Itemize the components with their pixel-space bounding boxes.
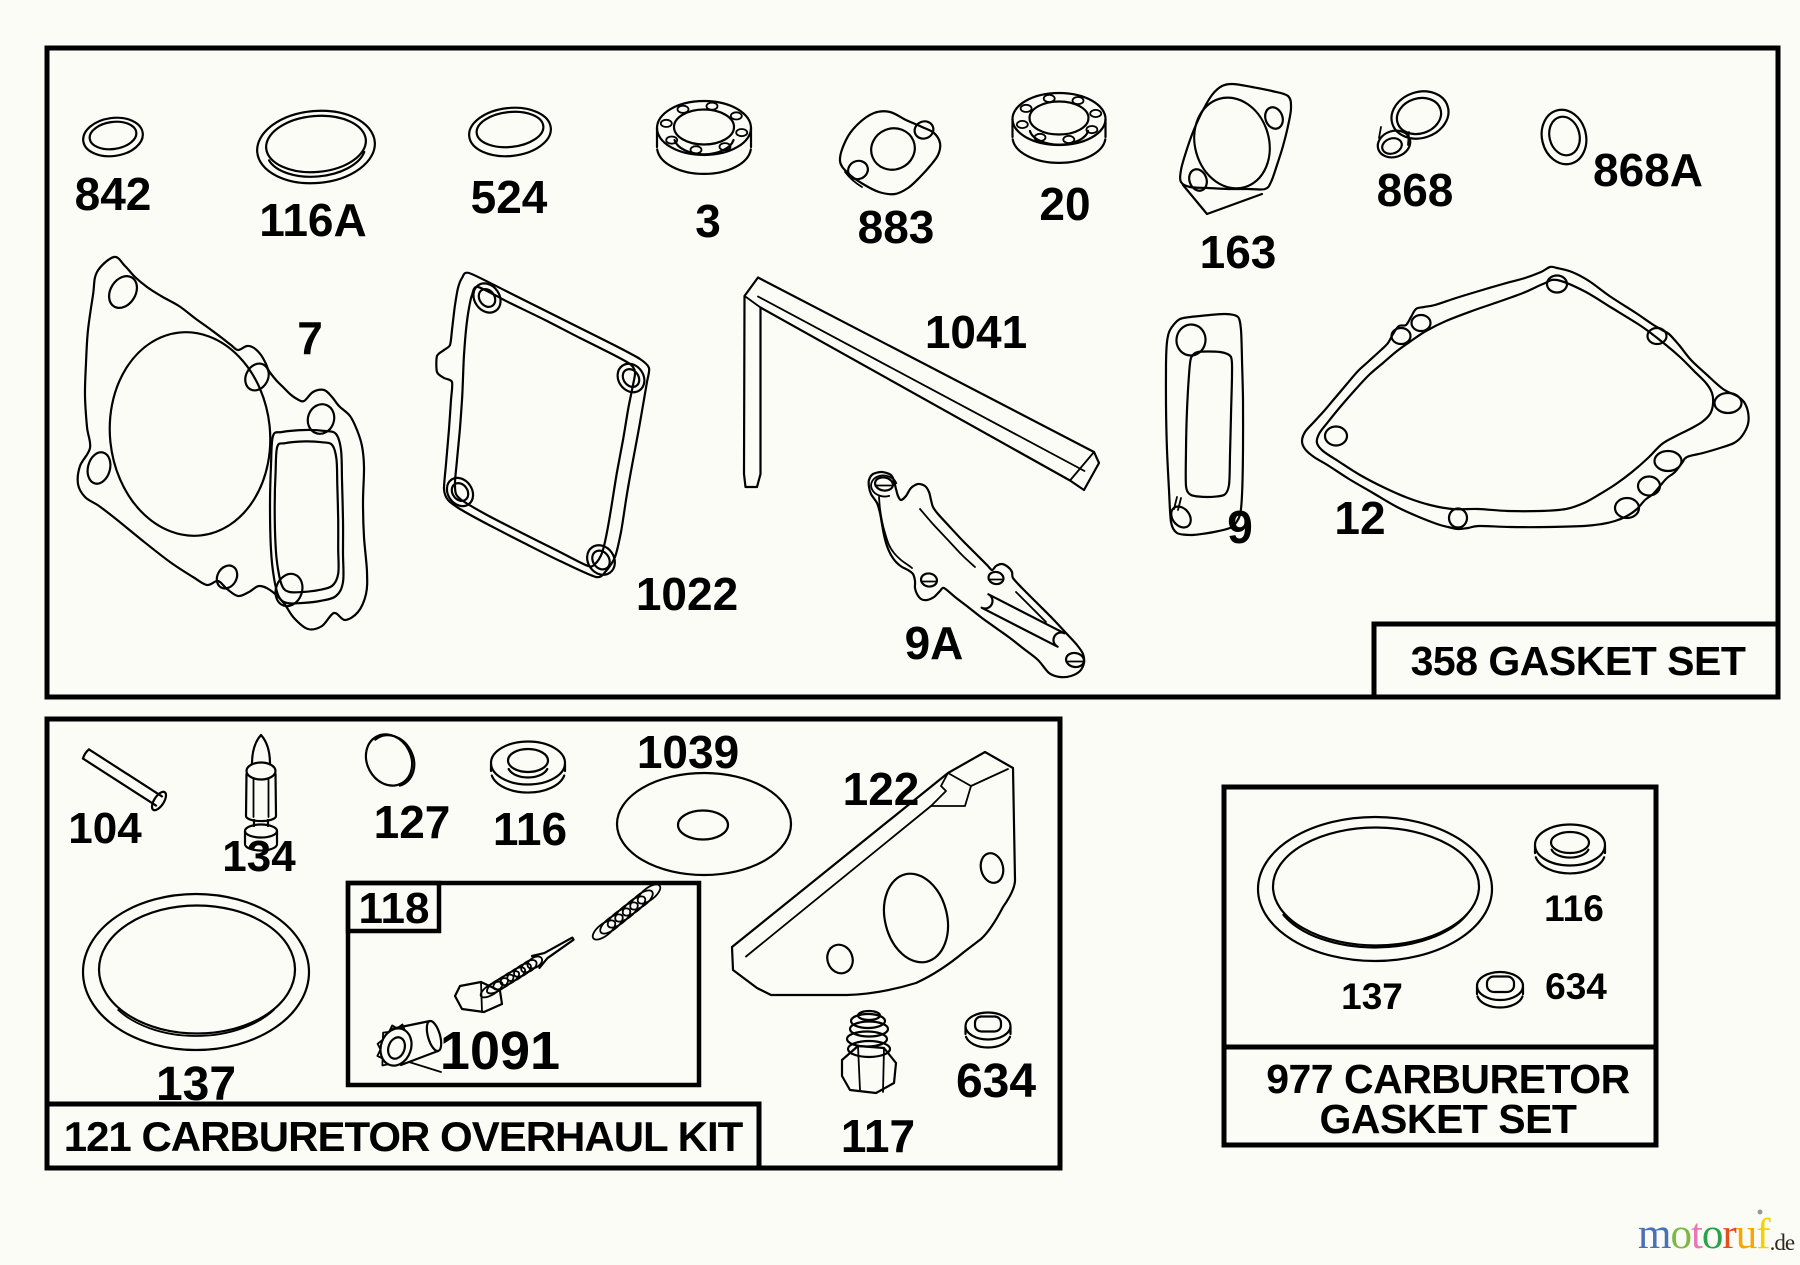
- caption-box-121: 121 CARBURETOR OVERHAUL KIT: [44, 1101, 762, 1171]
- part-1022-cover-gasket: [435, 271, 651, 579]
- part-needle-seat: [376, 1019, 443, 1073]
- part-7-head-gasket: [76, 255, 369, 631]
- part-634-grommet-b3: [1475, 970, 1525, 1009]
- box-118-needle-kit: 118: [345, 880, 702, 1088]
- part-116-washer-b3: [1533, 823, 1607, 875]
- part-883-gasket: [838, 110, 942, 196]
- caption-977-line2: GASKET SET: [1320, 1096, 1577, 1142]
- part-label-b1_9: 9: [1227, 501, 1253, 553]
- part-9-gasket: [1164, 312, 1245, 537]
- part-137-oring-b3: [1256, 815, 1494, 963]
- caption-121-carburetor-overhaul-kit: 121 CARBURETOR OVERHAUL KIT: [64, 1113, 744, 1160]
- part-label-b1_163: 163: [1200, 226, 1277, 278]
- part-label-b1_116A: 116A: [259, 194, 366, 246]
- part-9a-gasket: [867, 470, 1086, 679]
- caption-box-118: [345, 880, 442, 934]
- part-label-b1_3: 3: [695, 195, 721, 247]
- part-868-seal: [1376, 90, 1450, 159]
- logo-letter: o: [1670, 1211, 1691, 1258]
- part-20-seal: [1011, 91, 1107, 164]
- part-label-b1_868: 868: [1377, 164, 1454, 216]
- part-label-b2_122: 122: [843, 763, 920, 815]
- part-137-oring: [81, 892, 311, 1052]
- part-1039-diaphragm: [615, 771, 793, 877]
- part-12-crankcase-gasket: [1300, 265, 1750, 531]
- part-524-oring: [468, 106, 552, 158]
- part-label-b1_868A: 868A: [1593, 144, 1703, 196]
- logo-letter: u: [1736, 1211, 1757, 1258]
- part-label-b2_1091: 1091: [440, 1021, 560, 1081]
- part-label-b3_634: 634: [1545, 966, 1607, 1007]
- box-358-border: [44, 45, 1781, 700]
- part-163-gasket: [1179, 82, 1293, 216]
- part-label-b3_137: 137: [1341, 976, 1403, 1017]
- part-842-seal: [82, 116, 144, 158]
- box-977-border: [1221, 784, 1659, 1148]
- part-122-spacer: [730, 750, 1017, 997]
- caption-358-gasket-set: 358 GASKET SET: [1411, 638, 1746, 684]
- logo-tld[interactable]: .de: [1770, 1230, 1796, 1255]
- logo-letter: o: [1702, 1211, 1723, 1258]
- part-label-b3_116: 116: [1544, 888, 1604, 929]
- caption-977-line1: 977 CARBURETOR: [1266, 1056, 1630, 1102]
- part-label-b2_1039: 1039: [637, 726, 739, 778]
- part-label-b1_842: 842: [75, 168, 152, 220]
- part-label-b1_20: 20: [1039, 178, 1090, 230]
- part-label-b2_117: 117: [841, 1110, 915, 1162]
- part-label-b2_104: 104: [68, 804, 142, 853]
- part-label-b2_134: 134: [222, 832, 296, 881]
- logo-letter: f: [1756, 1211, 1771, 1258]
- part-label-b1_883: 883: [858, 201, 935, 253]
- caption-box-358: 358 GASKET SET: [1371, 621, 1781, 700]
- part-label-b2_634: 634: [956, 1055, 1036, 1108]
- part-spring: [591, 883, 662, 941]
- part-634-grommet: [964, 1011, 1012, 1049]
- box-118-border: [345, 880, 702, 1088]
- part-868a-ring: [1540, 108, 1588, 166]
- logo-letter: t: [1691, 1211, 1703, 1258]
- part-3-seal: [655, 99, 753, 175]
- part-label-b1_1022: 1022: [636, 568, 738, 620]
- part-1041-bar: [742, 276, 1101, 492]
- part-label-b1_7: 7: [297, 312, 323, 364]
- part-116a-oring: [256, 109, 376, 185]
- part-label-b1_9A: 9A: [905, 617, 964, 669]
- box-977-carburetor-gasket-set: 137 116 634 977 CARBURETOR GASKET SET: [1221, 784, 1659, 1148]
- logo-letter: m: [1638, 1211, 1671, 1258]
- box-358-gasket-set: 842 116A 524 3 883 20 163 868 868A 7 1022 1041 9A 9 12…: [44, 45, 1781, 700]
- part-117-plug: [840, 1009, 898, 1095]
- part-116-washer: [489, 740, 567, 794]
- part-104-pin: [81, 748, 168, 812]
- logo-motoruf[interactable]: motoruf.de: [1638, 1209, 1796, 1259]
- part-1091-needle-screw: [453, 936, 575, 1014]
- logo-letter: r: [1722, 1211, 1736, 1258]
- part-label-b1_524: 524: [471, 171, 548, 223]
- part-label-b2_127: 127: [374, 796, 451, 848]
- part-label-b1_12: 12: [1334, 492, 1385, 544]
- caption-box-121-border: [44, 1101, 762, 1171]
- logo-trademark-dot: [1757, 1209, 1763, 1215]
- caption-box-358-border: [1371, 621, 1781, 700]
- logo-word[interactable]: motoruf.de: [1638, 1211, 1796, 1258]
- part-127-disc: [364, 733, 416, 787]
- caption-118: 118: [359, 884, 430, 933]
- part-label-b1_1041: 1041: [925, 306, 1027, 358]
- part-label-b2_116: 116: [493, 803, 567, 855]
- part-134-needle-valve: [243, 733, 279, 852]
